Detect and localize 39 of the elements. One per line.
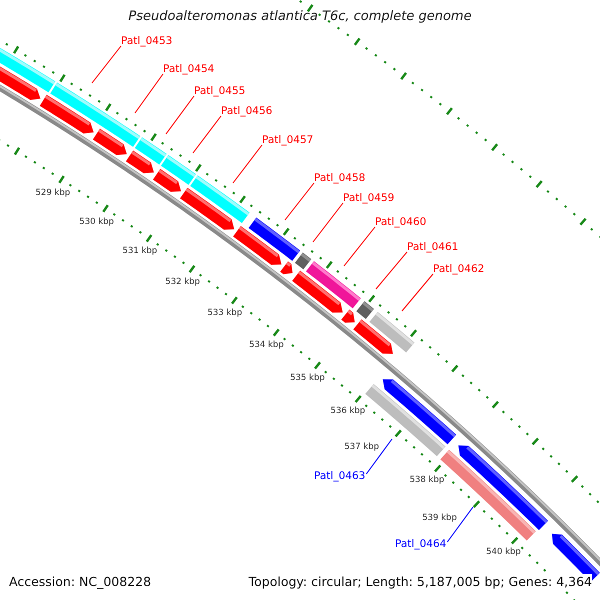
genome-info-text: Topology: circular; Length: 5,187,005 bp; Genes: 4,364 <box>248 574 592 589</box>
leader-line <box>284 182 314 220</box>
scale-label: 535 kbp <box>290 372 325 383</box>
gene-label: Patl_0456 <box>221 105 272 117</box>
leader-line <box>192 116 222 154</box>
gene-label: Patl_0453 <box>121 35 172 47</box>
scale-label: 538 kbp <box>410 475 444 486</box>
gene-label: Patl_0463 <box>314 470 366 482</box>
scale-label: 529 kbp <box>36 188 70 198</box>
gene-label: Patl_0464 <box>395 538 446 550</box>
gene-label: Patl_0458 <box>314 172 366 184</box>
gene-label: Patl_0462 <box>433 263 484 275</box>
scale-label: 537 kbp <box>344 442 380 452</box>
scale-label: 531 kbp <box>122 246 158 256</box>
leader-line <box>92 46 122 84</box>
scale-label: 530 kbp <box>79 216 114 227</box>
leader-line <box>134 74 164 114</box>
diagram-title: Pseudoalteromonas atlantica T6c, complete genome <box>127 9 473 24</box>
gene-label: Patl_0454 <box>163 63 214 75</box>
leader-line <box>166 96 194 134</box>
scale-label: 540 kbp <box>486 547 521 558</box>
gene-label: Patl_0461 <box>407 241 458 253</box>
leader-line <box>366 438 392 474</box>
leader-line <box>402 274 434 312</box>
gene-label: Patl_0459 <box>343 192 394 204</box>
leader-line <box>344 226 376 266</box>
scale-label: 536 kbp <box>330 406 366 416</box>
scale-label: 534 kbp <box>249 340 284 350</box>
scale-label: 533 kbp <box>207 308 242 318</box>
leader-line <box>312 202 344 242</box>
accession-text: Accession: NC_008228 <box>9 574 152 589</box>
leader-line <box>446 506 474 542</box>
scale-label: 532 kbp <box>165 276 200 287</box>
leader-line <box>376 252 408 290</box>
gene-label: Patl_0460 <box>375 216 426 228</box>
scale-label: 539 kbp <box>422 512 457 523</box>
leader-line <box>232 144 262 184</box>
gene-label: Patl_0457 <box>262 134 314 146</box>
gene-label: Patl_0455 <box>194 85 246 97</box>
